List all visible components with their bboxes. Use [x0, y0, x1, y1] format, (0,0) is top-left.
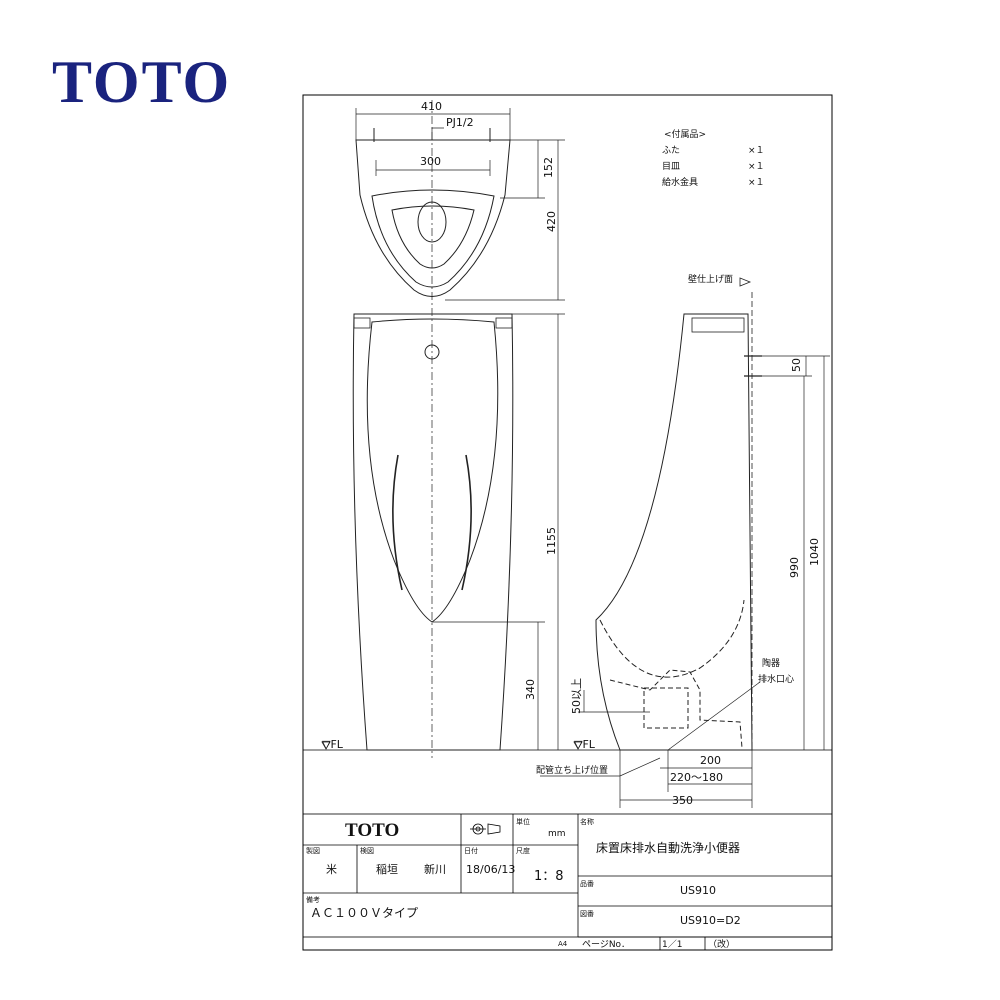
dim-1040: 1040: [808, 538, 821, 566]
top-view-bowl: [371, 189, 495, 288]
dim-300: 300: [420, 155, 441, 168]
dim-350: 350: [672, 794, 693, 807]
pipe-size-label: PJ1/2: [446, 116, 474, 129]
paper-size: A4: [558, 940, 568, 948]
side-view: [540, 277, 830, 808]
dim-50: 50: [790, 358, 803, 372]
top-view-outline: [355, 139, 511, 297]
drain-trap: [643, 687, 689, 729]
check-value-1: 稲垣: [376, 863, 398, 876]
sheet-border: [302, 94, 833, 951]
toto-logo: TOTO: [52, 49, 232, 115]
front-view: [321, 313, 565, 751]
name-label: 名称: [580, 817, 594, 826]
dim-990: 990: [788, 557, 801, 578]
accessories-note: <付属品> ふた ×１ 目皿 ×１ 給水金具 ×１: [662, 129, 765, 188]
dim-410: 410: [421, 100, 442, 113]
dim-420: 420: [545, 211, 558, 232]
unit-value: mm: [548, 829, 566, 839]
title-block: [302, 813, 833, 951]
date-label: 日付: [464, 846, 478, 855]
accessory-name-1: ふた: [662, 145, 680, 156]
product-name: 床置床排水自動洗浄小便器: [596, 841, 740, 855]
drawing-number-label: 図番: [580, 910, 594, 918]
accessory-qty-3: ×１: [748, 178, 765, 188]
product-number-label: 品番: [580, 880, 594, 888]
drain-label-1: 陶器: [762, 657, 780, 669]
wall-finish-label: 壁仕上げ面: [688, 273, 733, 285]
check-label: 検図: [360, 846, 374, 855]
accessory-qty-1: ×１: [748, 146, 765, 156]
fl-label-side: ▽FL: [574, 738, 596, 751]
front-view-bowl: [366, 318, 499, 623]
drain-label-2: 排水口心: [758, 673, 794, 685]
accessory-name-2: 目皿: [662, 161, 680, 172]
dim-340: 340: [524, 679, 537, 700]
date-value: 18/06/13: [466, 863, 515, 876]
product-number: US910: [680, 884, 716, 897]
dim-50-above: 50以上: [570, 678, 583, 714]
drawn-value: 米: [326, 863, 337, 876]
dim-220-180: 220～180: [670, 771, 723, 784]
fl-label-front: ▽FL: [322, 738, 344, 751]
scale-label: 尺度: [516, 846, 530, 855]
title-block-logo: TOTO: [345, 820, 399, 841]
page-label: ページNo．: [582, 940, 630, 950]
note-label: 備考: [306, 895, 320, 904]
top-view-inner-bowl: [391, 205, 475, 269]
side-view-outline: [595, 313, 753, 751]
top-view: [355, 108, 565, 301]
accessory-qty-2: ×１: [748, 162, 765, 172]
dim-200: 200: [700, 754, 721, 767]
drawn-label: 製図: [306, 846, 320, 855]
scale-value: 1：8: [534, 869, 564, 884]
sensor-icon: [424, 344, 440, 360]
revision: （改）: [708, 938, 735, 950]
dim-152: 152: [542, 157, 555, 178]
accessories-heading: <付属品>: [664, 129, 706, 140]
pipe-position-label: 配管立ち上げ位置: [536, 764, 608, 776]
front-view-outline: [352, 313, 514, 751]
note-value: ＡＣ１００Ｖタイプ: [310, 906, 418, 920]
unit-label: 単位: [516, 817, 530, 826]
projection-symbol: [470, 823, 501, 835]
drawing-number: US910=D2: [680, 914, 741, 927]
page-value: 1／1: [662, 939, 682, 950]
accessory-name-3: 給水金具: [662, 176, 698, 188]
dim-1155: 1155: [545, 527, 558, 555]
check-value-2: 新川: [424, 862, 446, 876]
